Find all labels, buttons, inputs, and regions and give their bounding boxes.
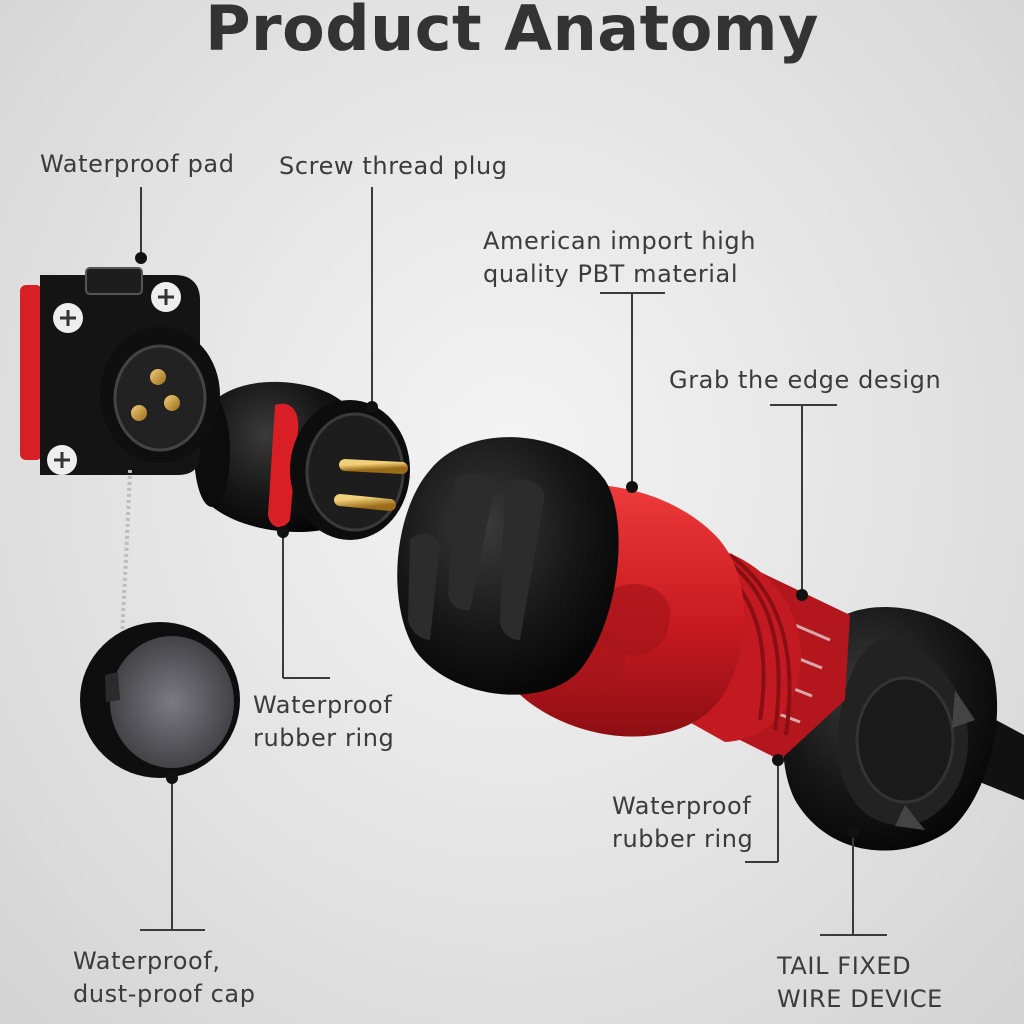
socket bbox=[20, 267, 220, 475]
leader-lines bbox=[135, 187, 887, 936]
page-title: Product Anatomy bbox=[205, 0, 819, 65]
label-rubber-ring-right: Waterproof rubber ring bbox=[612, 792, 754, 853]
label-waterproof-pad: Waterproof pad bbox=[40, 150, 235, 178]
thread-plug bbox=[194, 381, 410, 540]
cap-chain bbox=[120, 469, 132, 636]
label-rubber-ring-left: Waterproof rubber ring bbox=[253, 691, 395, 752]
label-pbt-material: American import high quality PBT materia… bbox=[483, 227, 757, 288]
front-nut bbox=[397, 437, 619, 695]
label-grab-edge: Grab the edge design bbox=[669, 366, 942, 394]
label-screw-thread-plug: Screw thread plug bbox=[279, 152, 508, 180]
label-dust-cap: Waterproof, dust-proof cap bbox=[73, 947, 256, 1008]
dust-cap bbox=[80, 622, 240, 778]
label-tail-fixed: TAIL FIXED WIRE DEVICE bbox=[777, 952, 943, 1013]
